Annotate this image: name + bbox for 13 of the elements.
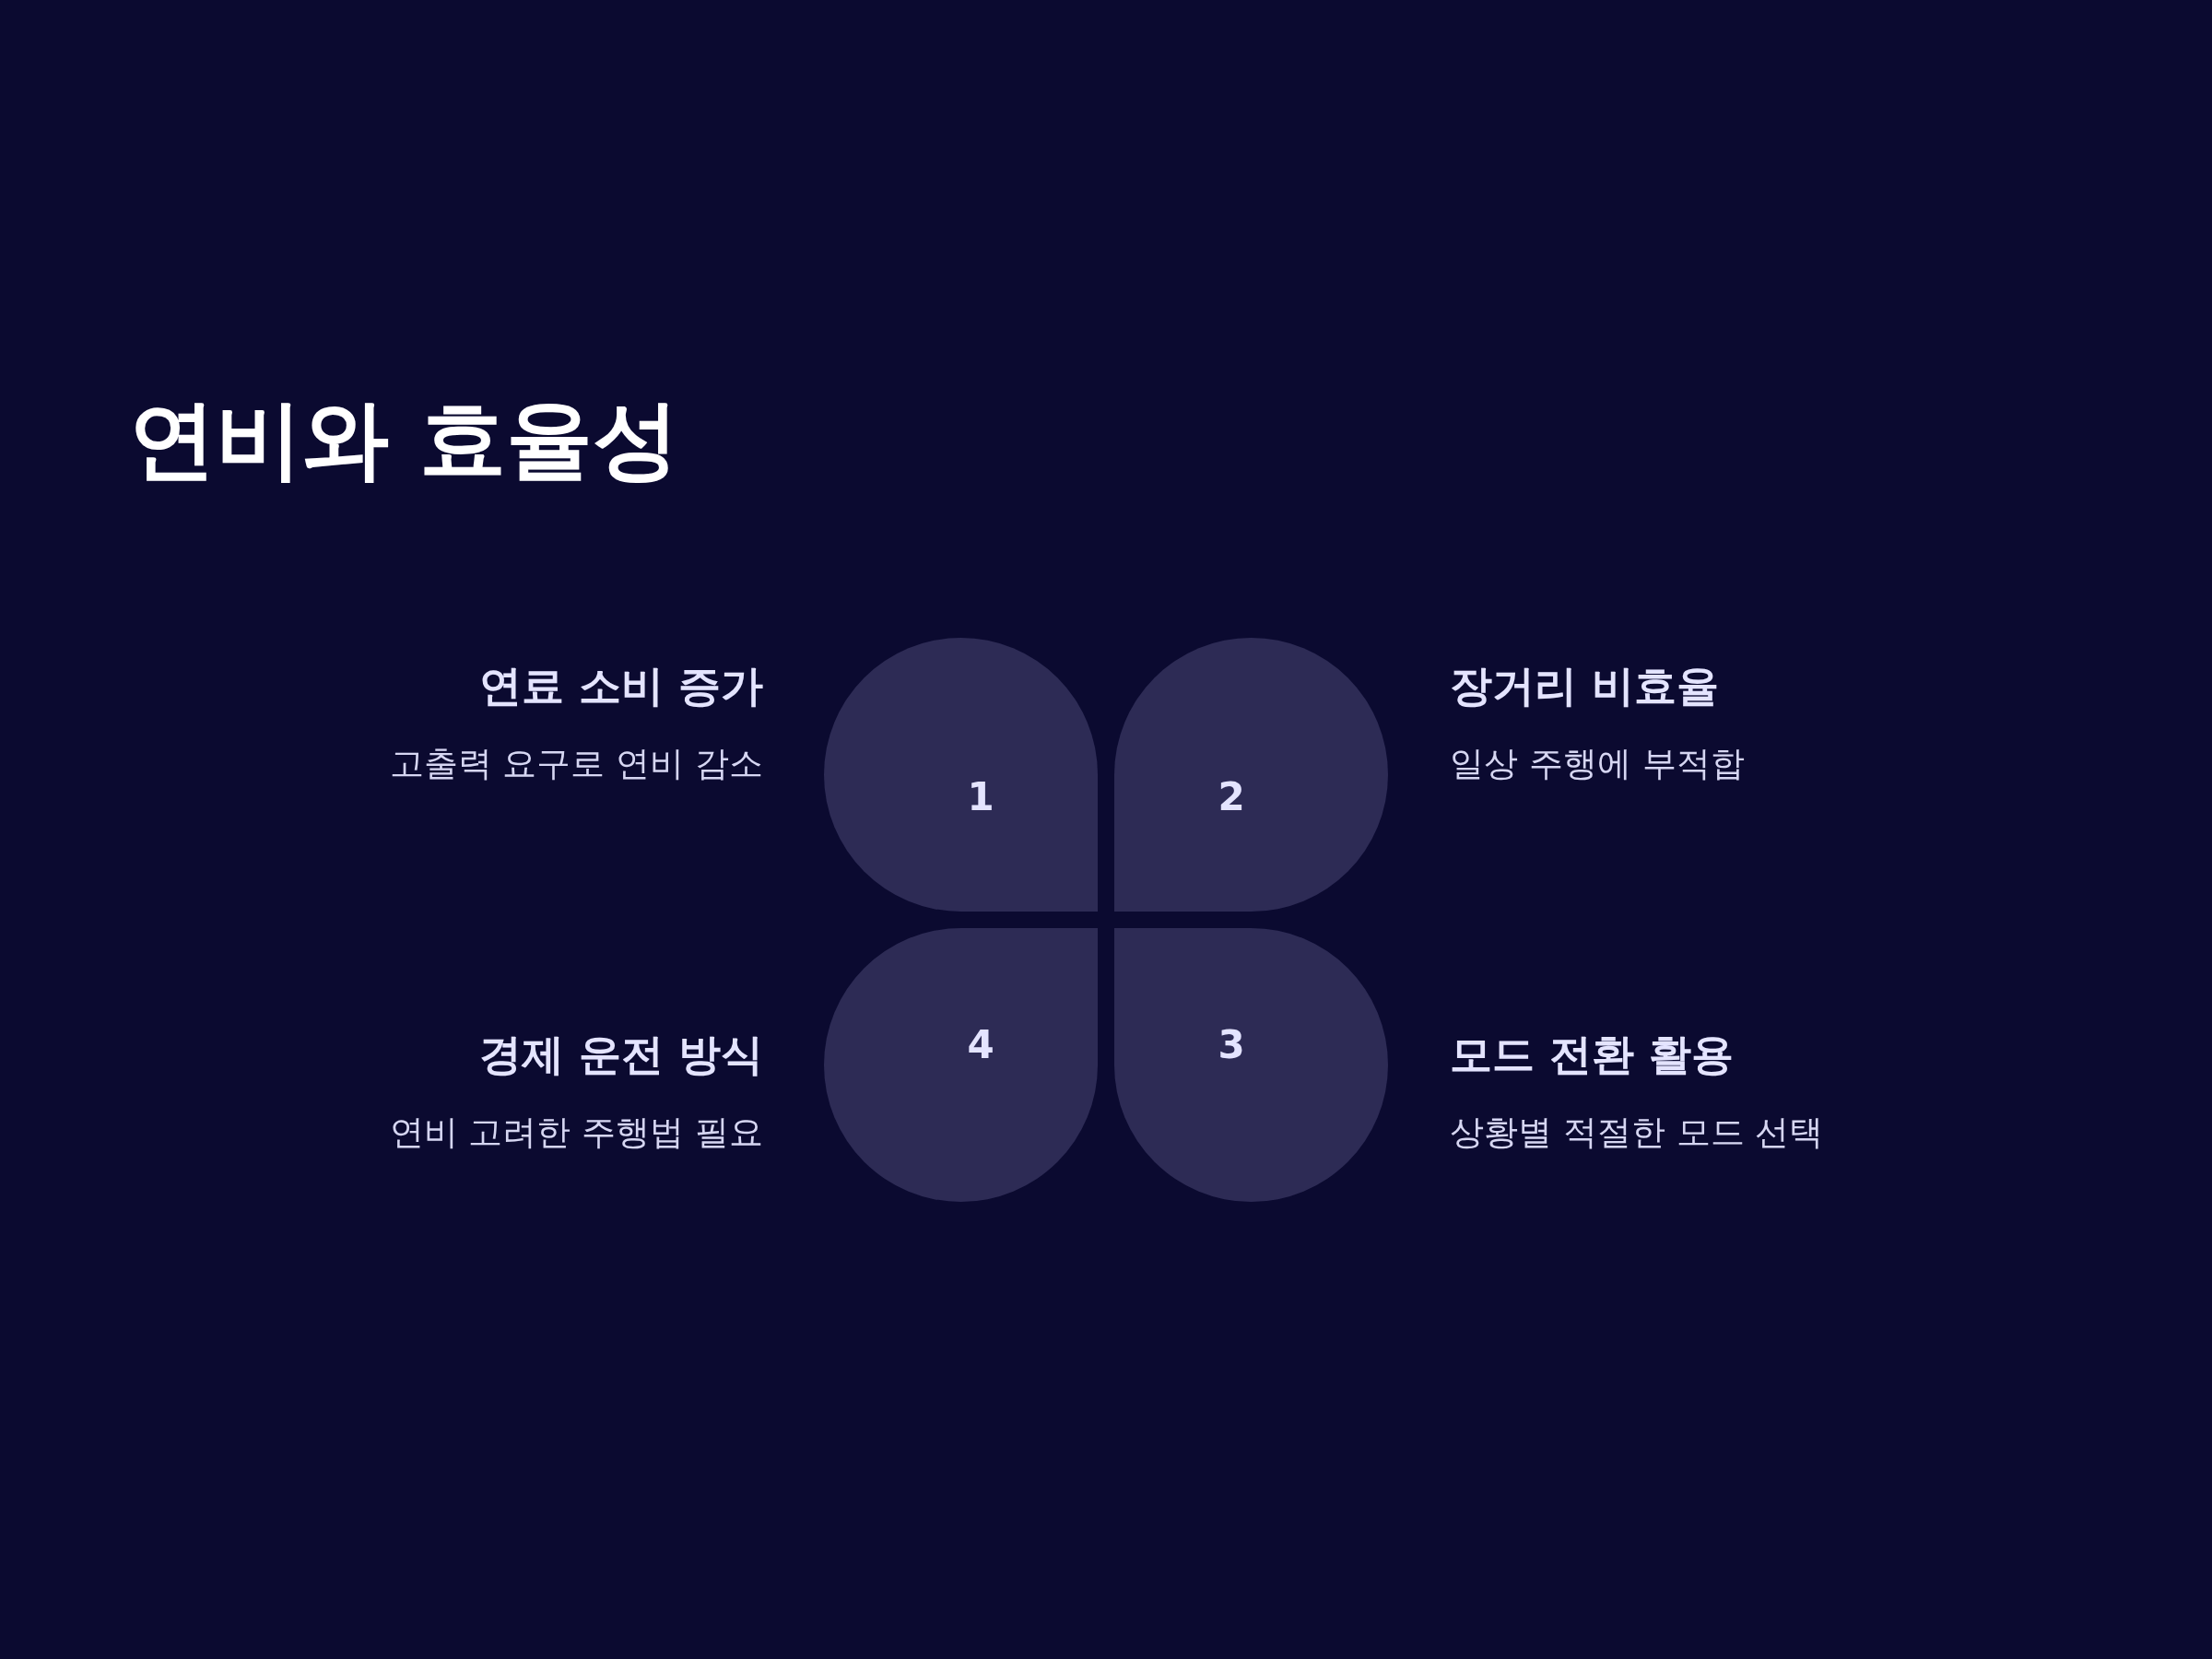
item-description: 연비 고려한 주행법 필요 [389, 1112, 763, 1154]
item-description: 고출력 요구로 연비 감소 [389, 744, 763, 785]
item-description: 일상 주행에 부적합 [1450, 744, 1745, 785]
item-heading: 경제 운전 방식 [478, 1030, 763, 1081]
item-heading: 연료 소비 증가 [478, 661, 763, 712]
item-heading: 장거리 비효율 [1450, 661, 1719, 712]
item-heading: 모드 전환 활용 [1450, 1030, 1735, 1081]
step-number: 3 [1218, 1026, 1245, 1065]
step-number: 1 [967, 778, 994, 817]
step-number: 4 [967, 1026, 994, 1065]
step-number: 2 [1218, 778, 1245, 817]
slide-title: 연비와 효율성 [129, 392, 679, 488]
item-description: 상황별 적절한 모드 선택 [1450, 1112, 1824, 1154]
